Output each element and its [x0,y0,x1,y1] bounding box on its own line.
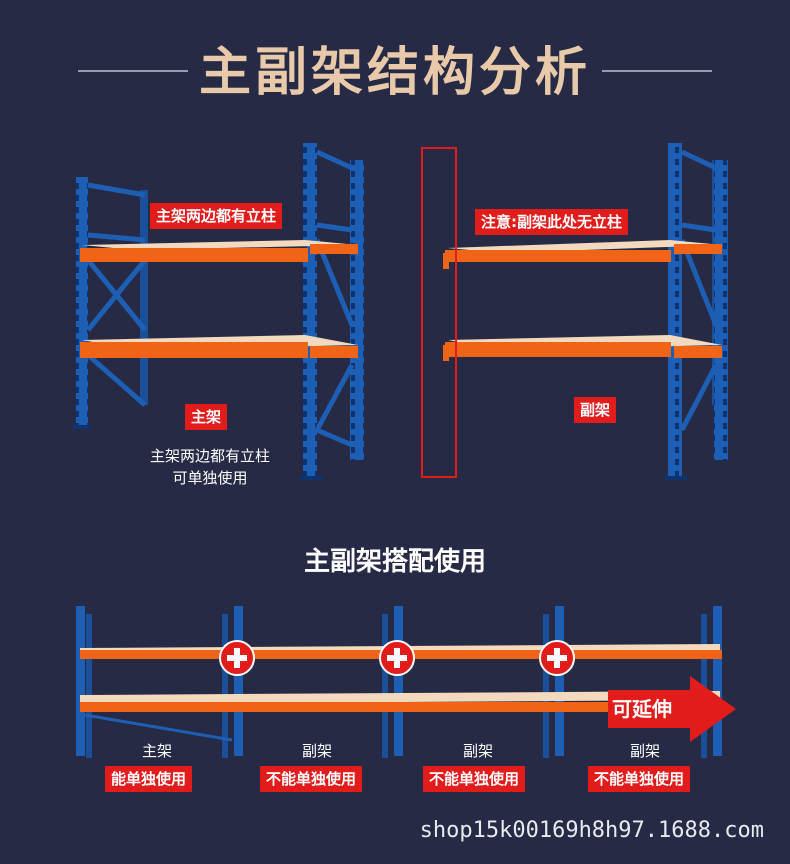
sub-rack-callout: 注意:副架此处无立柱 [475,209,628,235]
plus-icon [539,640,575,676]
main-rack-desc-line1: 主架两边都有立柱 [149,447,270,465]
combo-title: 主副架搭配使用 [303,547,486,577]
plus-icon [379,640,415,676]
combo-col-name-3: 副架 [462,742,493,760]
main-rack-desc-line2: 可单独使用 [172,469,248,487]
sub-rack-tag: 副架 [574,397,617,423]
combo-beam-lower [80,702,722,712]
combo-col-name-1: 主架 [141,742,172,760]
main-rack-callout: 主架两边都有立柱 [150,203,283,229]
title-line-left [78,70,188,72]
combo-col-tag-3: 不能单独使用 [423,766,526,792]
combo-col-name-2: 副架 [301,742,332,760]
combo-rack [76,606,736,758]
shop-url: shop15k00169h8h97.1688.com [419,818,764,843]
sub-rack-beam-upper [445,250,671,262]
title-line-right [602,70,712,72]
combo-col-tag-1: 能单独使用 [105,766,193,792]
main-rack-beam-lower [80,342,308,358]
missing-upright-highlight [421,147,457,478]
main-rack-tag: 主架 [185,404,228,430]
combo-col-name-4: 副架 [629,742,660,760]
main-rack [72,143,364,480]
sub-rack-beam-lower [445,342,671,357]
page-title: 主副架结构分析 [198,43,591,103]
plus-icon [219,640,255,676]
main-rack-beam-upper [80,248,308,262]
extend-arrow-icon [608,676,736,742]
combo-col-tag-2: 不能单独使用 [260,766,363,792]
sub-rack [443,143,728,480]
main-rack-description: 主架两边都有立柱 可单独使用 [120,445,300,489]
main-rack-back-upright [140,190,148,405]
main-rack-deck-upper [82,240,358,250]
combo-col-tag-4: 不能单独使用 [588,766,691,792]
extend-label: 可延伸 [612,697,672,721]
